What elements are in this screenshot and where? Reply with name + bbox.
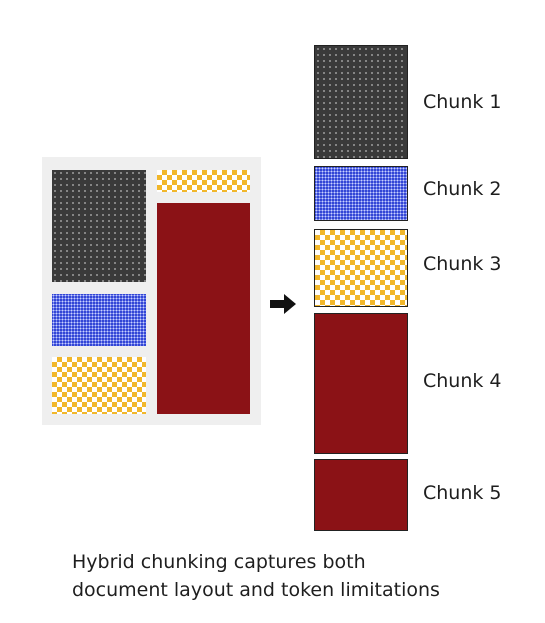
chunk-5-box	[314, 459, 408, 531]
chunk-1-box	[314, 45, 408, 159]
chunk-3-box	[314, 229, 408, 307]
doc-block-dark	[52, 170, 146, 282]
doc-block-red	[157, 203, 250, 414]
chunk-2-label: Chunk 2	[423, 178, 502, 200]
caption-line-1: Hybrid chunking captures both	[72, 551, 366, 573]
chunk-3-label: Chunk 3	[423, 253, 502, 275]
doc-block-yellow-top	[157, 170, 250, 192]
right-arrow-icon	[270, 294, 296, 314]
doc-block-blue	[52, 294, 146, 346]
chunk-4-box	[314, 313, 408, 454]
chunk-1-label: Chunk 1	[423, 91, 502, 113]
doc-block-yellow-bottom	[52, 357, 146, 414]
chunk-2-box	[314, 166, 408, 221]
caption-line-2: document layout and token limitations	[72, 579, 440, 601]
caption: Hybrid chunking captures both document l…	[72, 548, 532, 604]
chunk-4-label: Chunk 4	[423, 370, 502, 392]
chunk-5-label: Chunk 5	[423, 482, 502, 504]
